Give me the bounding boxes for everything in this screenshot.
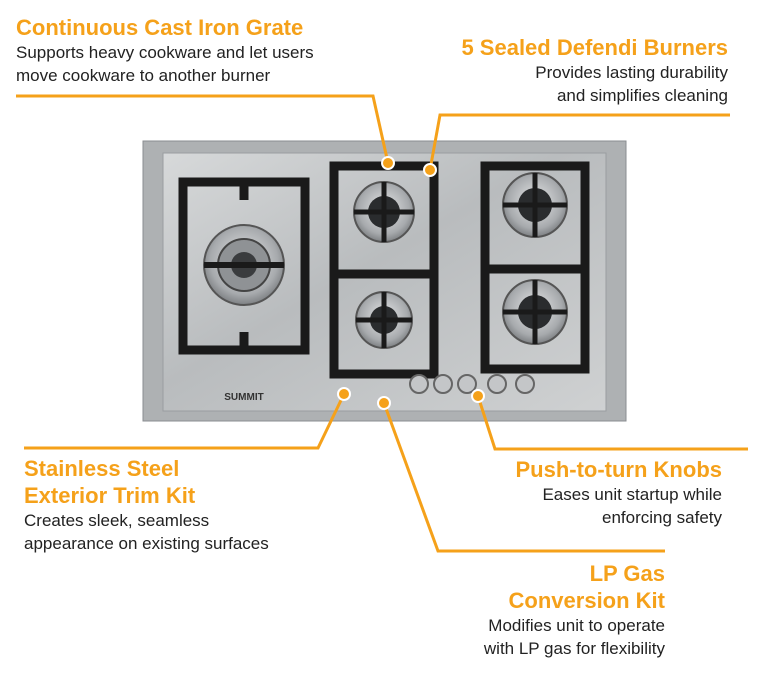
knob — [409, 374, 429, 394]
control-knobs — [409, 374, 535, 394]
lpgas-title-line-1: LP Gas — [589, 561, 665, 586]
leader-lines — [16, 94, 748, 553]
trim-leader — [24, 393, 346, 450]
knob — [457, 374, 477, 394]
lpgas-desc-line-2: with LP gas for flexibility — [483, 639, 665, 658]
left-grate — [178, 177, 310, 355]
knob — [487, 374, 507, 394]
burners-callout: 5 Sealed Defendi Burners Provides lastin… — [461, 34, 728, 107]
grate-desc-line-1: Supports heavy cookware and let users — [16, 43, 314, 62]
knob — [515, 374, 535, 394]
burners-desc-line-2: and simplifies cleaning — [556, 86, 728, 105]
grate-desc-line-2: move cookware to another burner — [16, 66, 271, 85]
knobs-desc-line-1: Eases unit startup while — [542, 485, 722, 504]
burners-leader — [428, 113, 730, 171]
lpgas-callout: LP Gas Conversion Kit Modifies unit to o… — [484, 560, 665, 660]
knobs-callout: Push-to-turn Knobs Eases unit startup wh… — [515, 456, 722, 529]
trim-callout: Stainless Steel Exterior Trim Kit Create… — [24, 455, 269, 555]
middle-bottom-burner — [355, 291, 413, 349]
right-top-burner — [502, 172, 568, 238]
middle-top-burner — [353, 181, 415, 243]
trim-title-line-1: Stainless Steel — [24, 456, 180, 481]
knobs-leader — [476, 395, 748, 451]
grate-leader — [16, 94, 390, 164]
right-grate — [480, 161, 590, 374]
trim-title-line-2: Exterior Trim Kit — [24, 483, 196, 508]
burners-title: 5 Sealed Defendi Burners — [461, 35, 728, 60]
grate-title: Continuous Cast Iron Grate — [16, 15, 304, 40]
brand-logo: SUMMIT — [224, 392, 263, 403]
callout-dots — [337, 156, 485, 410]
knob — [433, 374, 453, 394]
right-bottom-burner — [502, 279, 568, 345]
trim-desc-line-1: Creates sleek, seamless — [24, 511, 210, 530]
lpgas-desc-line-1: Modifies unit to operate — [488, 616, 665, 635]
wok-burner — [203, 224, 285, 306]
trim-desc-line-2: appearance on existing surfaces — [24, 534, 269, 553]
knobs-title: Push-to-turn Knobs — [515, 457, 722, 482]
grate-callout: Continuous Cast Iron Grate Supports heav… — [16, 14, 314, 87]
lpgas-leader — [382, 402, 665, 553]
lpgas-title-line-2: Conversion Kit — [508, 588, 665, 613]
burners-desc-line-1: Provides lasting durability — [535, 63, 728, 82]
knobs-desc-line-2: enforcing safety — [601, 508, 722, 527]
